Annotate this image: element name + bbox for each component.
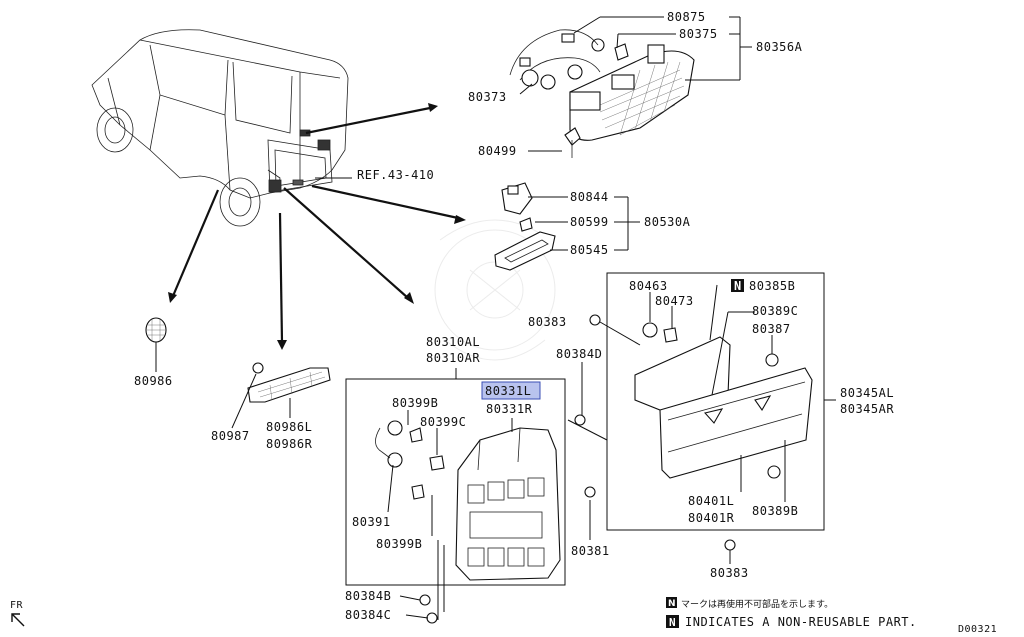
part-80987: 80987 xyxy=(211,429,250,443)
part-80331L-highlighted[interactable]: 80331L xyxy=(485,384,531,398)
leader-lines-left xyxy=(155,342,291,429)
part-80530A: 80530A xyxy=(644,215,691,229)
part-80384D: 80384D xyxy=(556,347,602,361)
note-english: INDICATES A NON-REUSABLE PART. xyxy=(685,615,917,629)
part-80310AL: 80310AL xyxy=(426,335,480,349)
part-80356A: 80356A xyxy=(756,40,803,54)
watermark-emblem xyxy=(434,219,556,361)
part-80389B: 80389B xyxy=(752,504,798,518)
part-80310AR: 80310AR xyxy=(426,351,480,365)
leader-lines-license xyxy=(528,196,640,251)
part-80391: 80391 xyxy=(352,515,391,529)
high-mount-stop-lamp xyxy=(509,29,695,158)
reference-label: REF.43-410 xyxy=(357,168,434,182)
part-80399B-b: 80399B xyxy=(376,537,422,551)
part-80463: 80463 xyxy=(629,279,668,293)
non-reusable-badge xyxy=(731,279,744,292)
part-80389C: 80389C xyxy=(752,304,798,318)
garnish-group-box xyxy=(606,272,825,531)
part-80399B-a: 80399B xyxy=(392,396,438,410)
badge-letter: N xyxy=(734,279,742,293)
part-80373: 80373 xyxy=(468,90,507,104)
part-80381: 80381 xyxy=(571,544,610,558)
side-marker-parts xyxy=(145,317,331,403)
pointer-arrows xyxy=(168,103,466,350)
front-arrow-icon xyxy=(11,613,25,627)
part-80385B: 80385B xyxy=(749,279,795,293)
part-80986L: 80986L xyxy=(266,420,312,434)
highlighted-part-box[interactable] xyxy=(481,381,541,400)
part-80986R: 80986R xyxy=(266,437,313,451)
part-80384B: 80384B xyxy=(345,589,391,603)
note-japanese: マークは再使用不可部品を示します。 xyxy=(681,598,833,610)
part-80545: 80545 xyxy=(570,243,609,257)
part-80599: 80599 xyxy=(570,215,609,229)
part-80401R: 80401R xyxy=(688,511,735,525)
note-badge-jp xyxy=(666,597,677,608)
vehicle-outline xyxy=(91,29,349,227)
license-lamp xyxy=(494,182,556,271)
part-80345AL: 80345AL xyxy=(840,386,894,400)
note-badge-jp-letter: N xyxy=(668,599,676,609)
leader-lines-top xyxy=(519,16,752,152)
part-80473: 80473 xyxy=(655,294,694,308)
part-80345AR: 80345AR xyxy=(840,402,894,416)
leader-lines-rear-lamp xyxy=(387,368,591,620)
part-80875: 80875 xyxy=(667,10,706,24)
rear-combination-lamp xyxy=(375,420,596,624)
part-80387: 80387 xyxy=(752,322,791,336)
part-80383-b: 80383 xyxy=(710,566,749,580)
part-80399C: 80399C xyxy=(420,415,466,429)
note-badge-en xyxy=(666,615,679,628)
part-80986: 80986 xyxy=(134,374,173,388)
leader-lines-garnish xyxy=(567,284,836,564)
note-badge-en-letter: N xyxy=(669,616,676,629)
part-80383-a: 80383 xyxy=(528,315,567,329)
garnish-assembly xyxy=(574,314,813,551)
part-80844: 80844 xyxy=(570,190,609,204)
orientation-label: FR xyxy=(10,600,24,611)
part-80384C: 80384C xyxy=(345,608,391,622)
part-80331R: 80331R xyxy=(486,402,533,416)
part-80375: 80375 xyxy=(679,27,718,41)
part-80401L: 80401L xyxy=(688,494,734,508)
page-code: D00321 xyxy=(958,624,997,635)
part-80499: 80499 xyxy=(478,144,517,158)
